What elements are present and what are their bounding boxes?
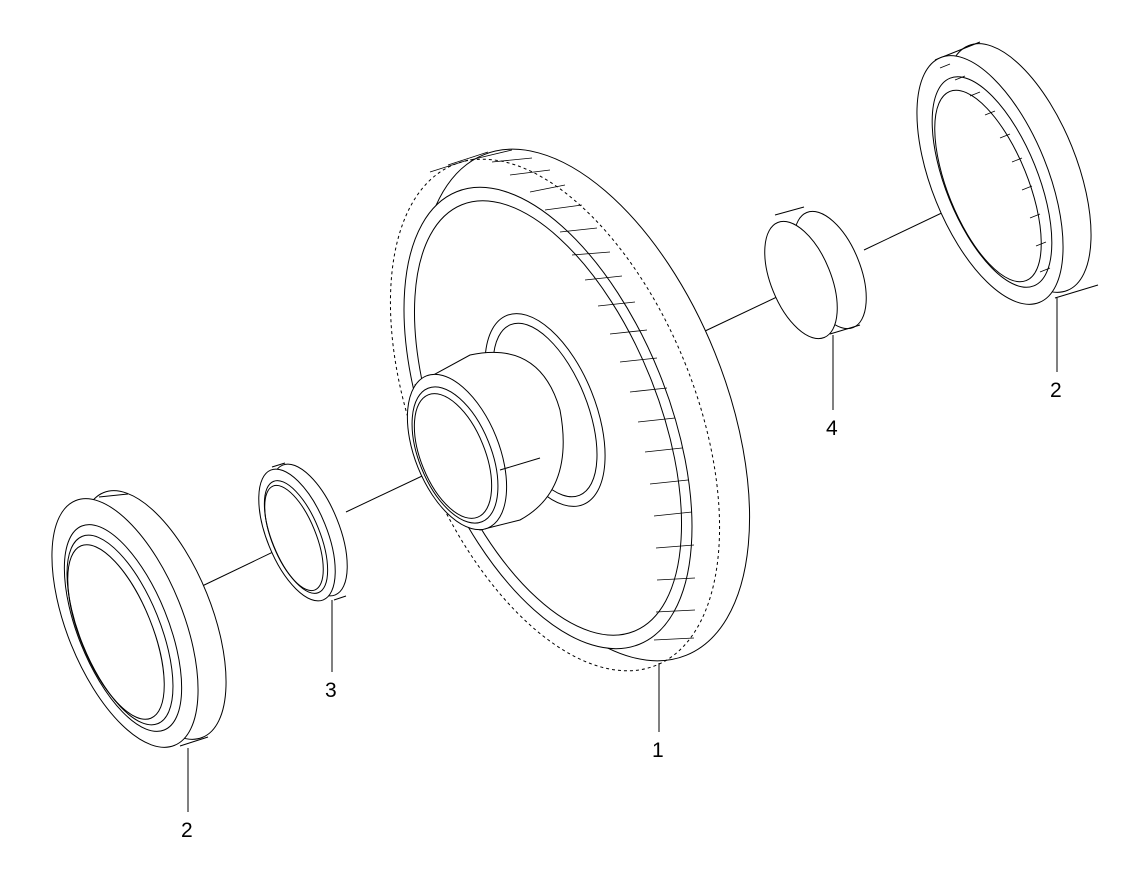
part-label-3: 3: [325, 679, 337, 702]
callout-bearing-left: 2: [181, 748, 193, 842]
bearing-left: [51, 490, 227, 748]
callout-ring-right: 4: [826, 335, 838, 440]
part-label-2-right: 2: [1050, 379, 1062, 402]
part-label-1: 1: [652, 739, 664, 762]
ring-left: [258, 462, 348, 602]
bearing-right: [916, 41, 1099, 305]
spur-gear: [389, 148, 751, 672]
part-label-4: 4: [826, 417, 838, 440]
callout-bearing-right: 2: [1050, 298, 1062, 402]
callout-gear: 1: [652, 663, 664, 762]
ring-right: [764, 206, 867, 340]
gear-teeth: [429, 149, 696, 641]
roller-cage: [939, 63, 1051, 273]
callout-ring-left: 3: [325, 600, 337, 702]
part-label-2-left: 2: [181, 819, 193, 842]
